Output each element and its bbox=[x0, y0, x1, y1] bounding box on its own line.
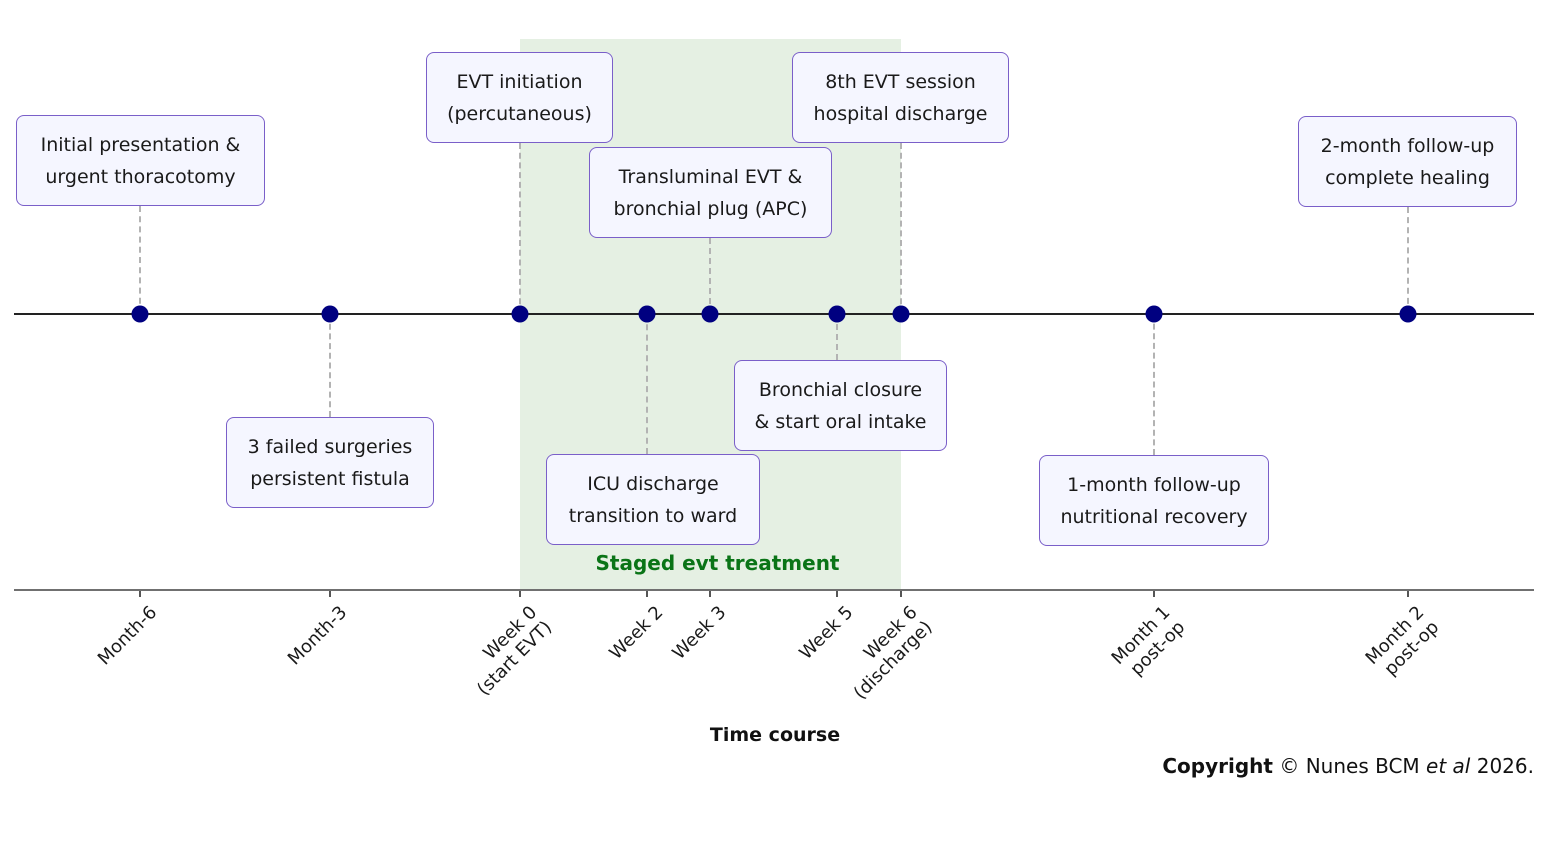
event-text: complete healing bbox=[1325, 166, 1490, 189]
event-box: 1-month follow-up nutritional recovery bbox=[1039, 455, 1269, 546]
event-marker bbox=[131, 305, 149, 323]
event-text: Bronchial closure bbox=[758, 378, 923, 401]
event-marker bbox=[321, 305, 339, 323]
tick-label-line: Month-3 bbox=[283, 602, 352, 670]
x-axis-tick bbox=[709, 591, 711, 597]
timeline-line bbox=[14, 313, 1534, 315]
x-axis-tick bbox=[519, 591, 521, 597]
x-axis-tick-label: Week 3 bbox=[668, 602, 730, 664]
event-box: Initial presentation & urgent thoracotomy bbox=[16, 115, 265, 206]
event-marker bbox=[828, 305, 846, 323]
event-box: Bronchial closure & start oral intake bbox=[734, 360, 947, 451]
event-text: Transluminal EVT & bbox=[618, 165, 803, 188]
event-text: nutritional recovery bbox=[1060, 505, 1248, 528]
event-marker bbox=[892, 305, 910, 323]
event-marker bbox=[1145, 305, 1163, 323]
event-box: 2-month follow-up complete healing bbox=[1298, 116, 1517, 207]
event-connector bbox=[139, 206, 141, 314]
copyright-year: 2026. bbox=[1476, 754, 1534, 778]
x-axis-tick bbox=[1407, 591, 1409, 597]
tick-label-line: Week 2 bbox=[605, 602, 668, 664]
x-axis-title: Time course bbox=[709, 724, 841, 746]
copyright-authors: Nunes BCM bbox=[1305, 754, 1420, 778]
event-connector bbox=[1153, 314, 1155, 455]
x-axis-tick bbox=[646, 591, 648, 597]
tick-label-line: Week 3 bbox=[668, 602, 731, 664]
event-connector bbox=[709, 238, 711, 314]
x-axis-tick-label: Week 0(start EVT) bbox=[458, 602, 556, 700]
tick-label-line: Month-6 bbox=[93, 602, 162, 670]
copyright-label: Copyright bbox=[1162, 754, 1273, 778]
event-marker bbox=[1399, 305, 1417, 323]
copyright-symbol: © bbox=[1279, 754, 1300, 778]
event-connector bbox=[836, 314, 838, 360]
x-axis-tick bbox=[139, 591, 141, 597]
event-text: ICU discharge bbox=[587, 472, 719, 495]
event-text: urgent thoracotomy bbox=[45, 165, 236, 188]
x-axis-line bbox=[14, 589, 1534, 591]
event-text: bronchial plug (APC) bbox=[613, 197, 808, 220]
x-axis-tick bbox=[900, 591, 902, 597]
x-axis-tick bbox=[329, 591, 331, 597]
event-box: EVT initiation (percutaneous) bbox=[426, 52, 613, 143]
event-text: (percutaneous) bbox=[447, 102, 592, 125]
x-axis-tick bbox=[1153, 591, 1155, 597]
event-connector bbox=[1407, 207, 1409, 314]
x-axis-tick-label: Week 5 bbox=[795, 602, 857, 664]
event-text: 1-month follow-up bbox=[1067, 473, 1241, 496]
event-connector bbox=[519, 143, 521, 314]
copyright-etal: et al bbox=[1426, 754, 1471, 778]
event-text: Initial presentation & bbox=[40, 133, 241, 156]
x-axis-tick-label: Month-3 bbox=[284, 602, 351, 669]
tick-label-line: Week 5 bbox=[795, 602, 858, 664]
event-text: & start oral intake bbox=[754, 410, 927, 433]
copyright-notice: Copyright © Nunes BCM et al 2026. bbox=[1162, 754, 1534, 778]
event-text: persistent fistula bbox=[250, 467, 410, 490]
event-connector bbox=[329, 314, 331, 417]
event-connector bbox=[646, 314, 648, 454]
event-box: 8th EVT session hospital discharge bbox=[792, 52, 1009, 143]
event-text: EVT initiation bbox=[456, 70, 583, 93]
x-axis-tick-label: Month-6 bbox=[94, 602, 161, 669]
event-text: 3 failed surgeries bbox=[247, 435, 413, 458]
event-box: Transluminal EVT & bronchial plug (APC) bbox=[589, 147, 832, 238]
event-text: hospital discharge bbox=[813, 102, 988, 125]
x-axis-tick bbox=[836, 591, 838, 597]
event-connector bbox=[900, 143, 902, 314]
event-box: ICU discharge transition to ward bbox=[546, 454, 760, 545]
event-marker bbox=[701, 305, 719, 323]
event-marker bbox=[638, 305, 656, 323]
event-box: 3 failed surgeries persistent fistula bbox=[226, 417, 434, 508]
phase-label: Staged evt treatment bbox=[595, 551, 840, 575]
event-text: transition to ward bbox=[568, 504, 738, 527]
event-marker bbox=[511, 305, 529, 323]
event-text: 8th EVT session bbox=[825, 70, 976, 93]
event-text: 2-month follow-up bbox=[1320, 134, 1495, 157]
x-axis-tick-label: Week 2 bbox=[605, 602, 667, 664]
